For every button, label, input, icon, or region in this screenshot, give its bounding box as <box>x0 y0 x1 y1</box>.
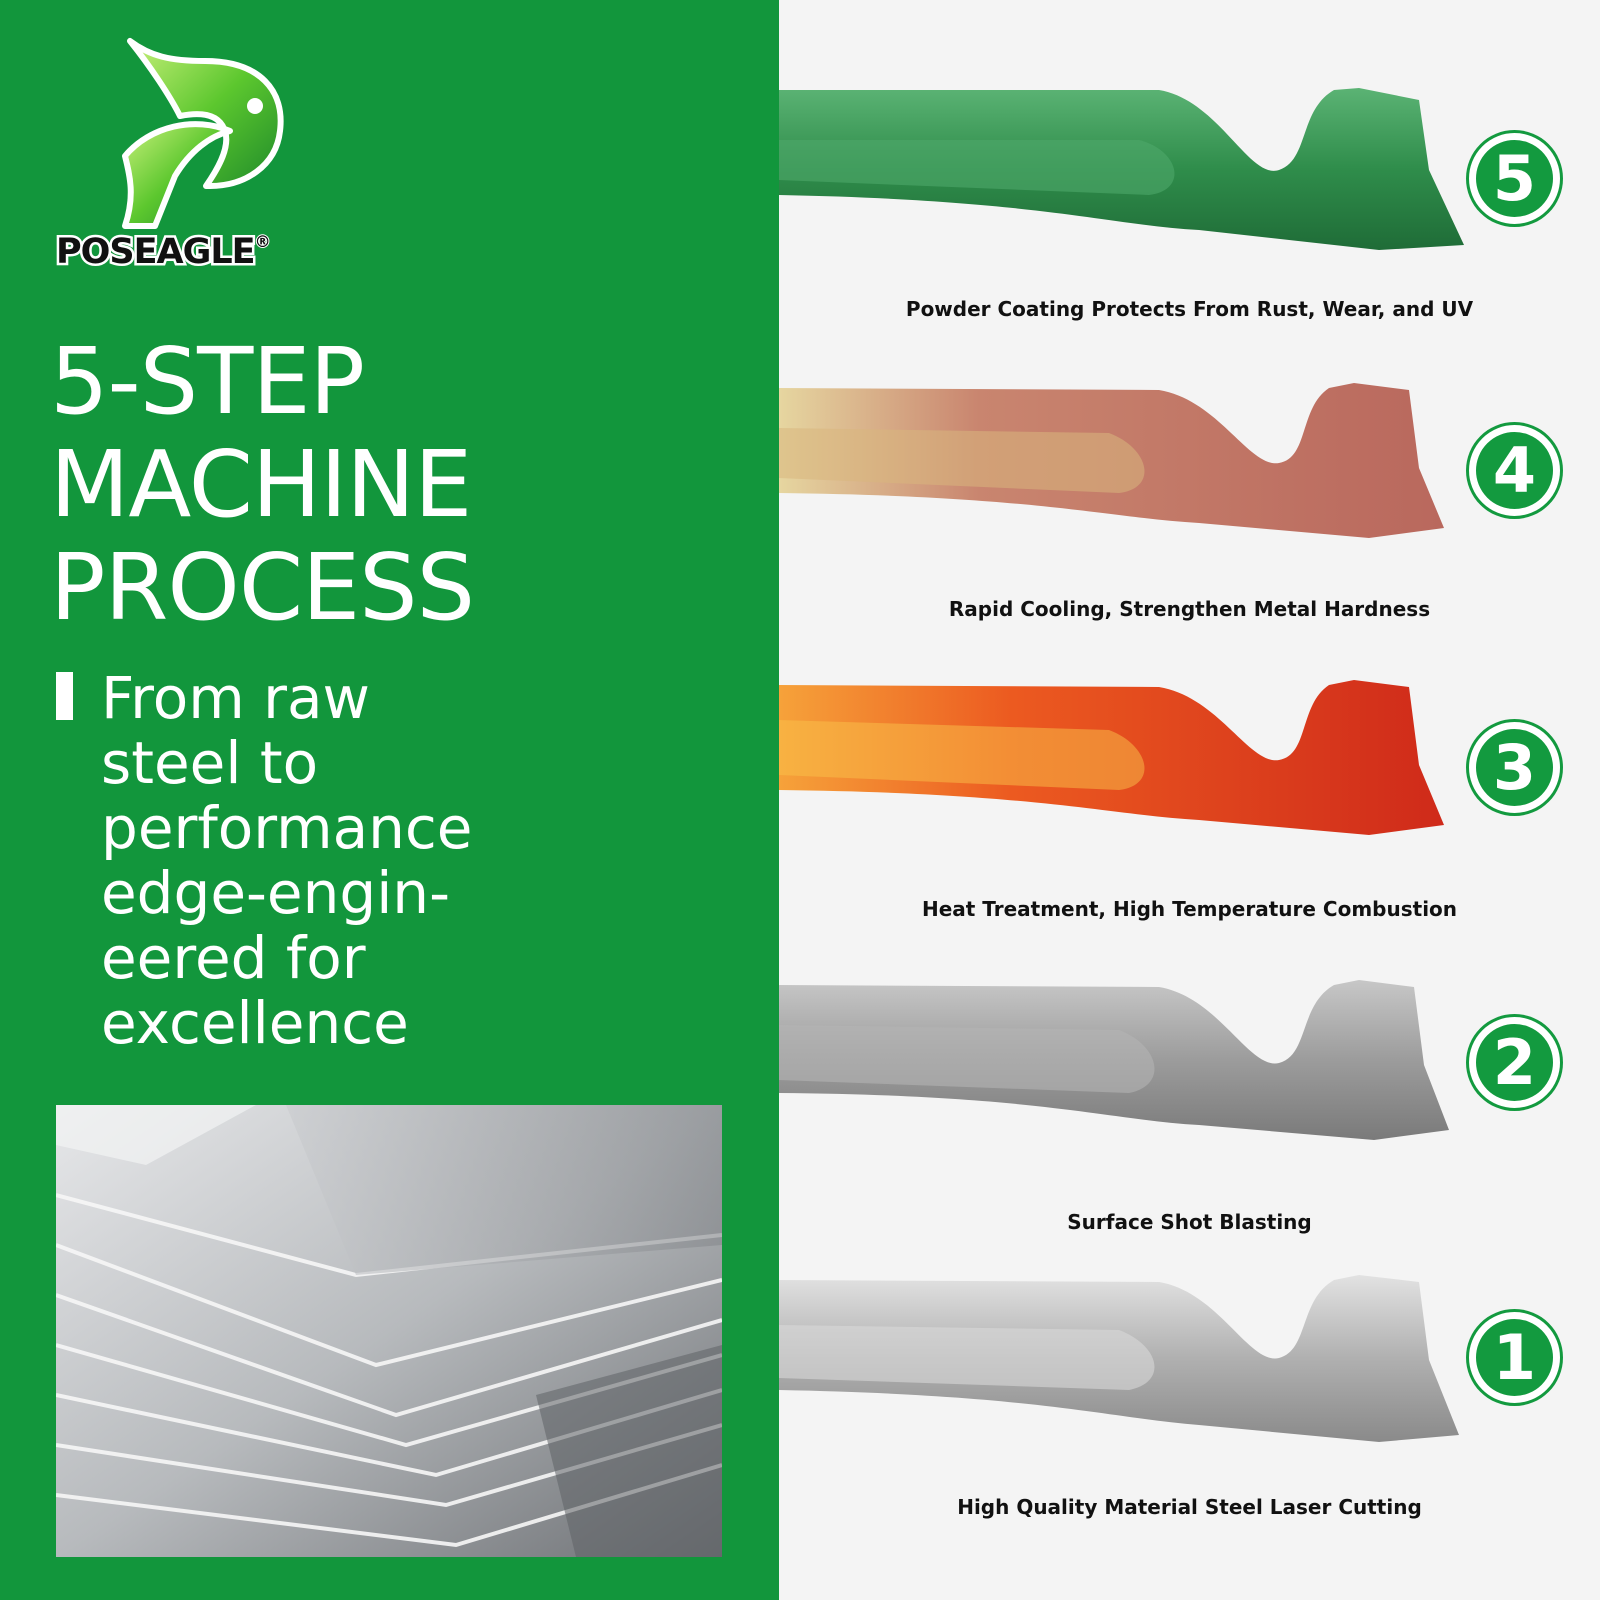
brand-wordmark: POSEAGLE® <box>54 230 272 275</box>
subheadline-line: From raw <box>101 664 370 732</box>
steps-panel: 5 Powder Coating Protects From Rust, Wea… <box>779 0 1600 1600</box>
raw-steel-sheets-image <box>56 1105 722 1557</box>
step-caption: High Quality Material Steel Laser Cuttin… <box>957 1495 1422 1519</box>
headline-line: 5-STEP <box>50 328 365 435</box>
brand-name: POSEAGLE <box>54 230 259 275</box>
accent-bar <box>56 672 73 720</box>
laser-cut-blade-image <box>779 1275 1459 1442</box>
step-number-badge: 5 <box>1469 133 1560 224</box>
subheadline-line: steel to <box>101 729 319 797</box>
shot-blasted-blade-image <box>779 980 1449 1140</box>
headline-line: PROCESS <box>50 534 475 641</box>
page-headline: 5-STEP MACHINE PROCESS <box>50 328 475 641</box>
subheadline-line: edge-engin- <box>101 859 450 927</box>
subheadline: From raw steel to performance edge-engin… <box>101 666 472 1056</box>
subheadline-line: performance <box>101 794 473 862</box>
promo-panel: POSEAGLE® 5-STEP MACHINE PROCESS From ra… <box>0 0 779 1600</box>
step-number-badge: 4 <box>1469 425 1560 516</box>
registered-mark: ® <box>254 231 272 252</box>
step-caption: Surface Shot Blasting <box>1067 1210 1312 1234</box>
subheadline-line: eered for <box>101 924 366 992</box>
subheadline-line: excellence <box>101 989 409 1057</box>
step-number-badge: 3 <box>1469 722 1560 813</box>
heat-treated-blade-image <box>779 680 1444 835</box>
step-number-badge: 1 <box>1469 1312 1560 1403</box>
step-caption: Rapid Cooling, Strengthen Metal Hardness <box>948 597 1431 621</box>
powder-coated-blade-image <box>779 88 1464 250</box>
cooled-blade-image <box>779 383 1444 538</box>
poseagle-logo-icon <box>122 38 284 229</box>
step-caption: Heat Treatment, High Temperature Combust… <box>921 897 1458 921</box>
step-number-badge: 2 <box>1469 1017 1560 1108</box>
headline-line: MACHINE <box>50 431 472 538</box>
step-caption: Powder Coating Protects From Rust, Wear,… <box>905 297 1474 321</box>
